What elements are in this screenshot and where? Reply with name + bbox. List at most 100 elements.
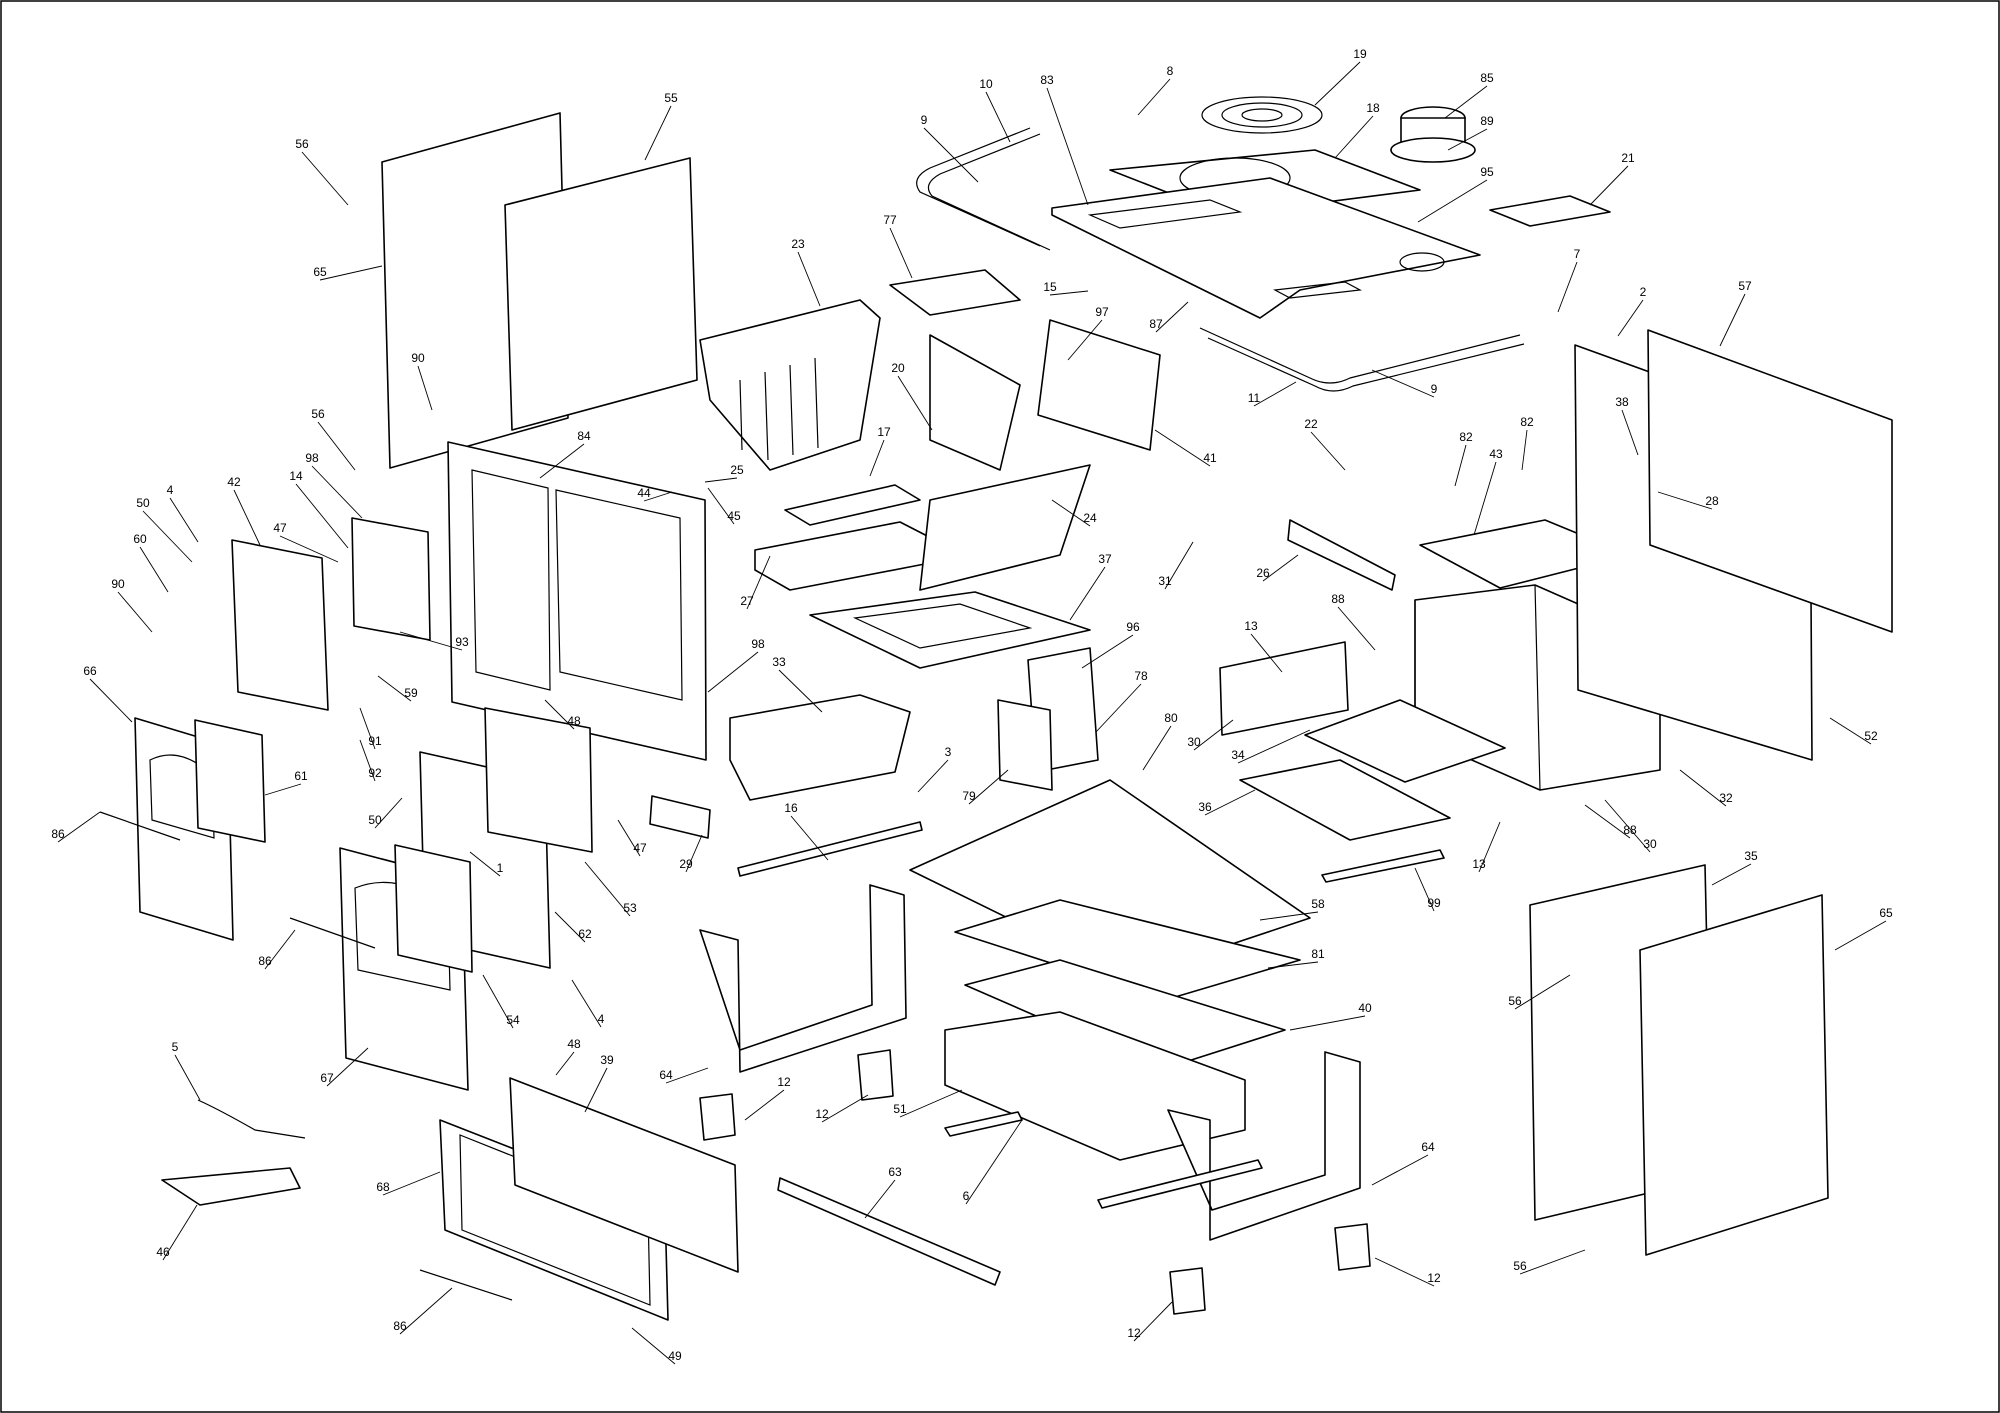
callout-c67: 67	[320, 1047, 369, 1087]
callout-c12c: 12	[1374, 1257, 1441, 1287]
callout-c87: 87	[1149, 301, 1189, 333]
callout-number: 12	[777, 1075, 791, 1089]
callout-c1: 1	[469, 851, 504, 877]
callout-c99: 99	[1414, 867, 1441, 912]
callout-c86b: 86	[258, 929, 296, 970]
callout-c92: 92	[359, 739, 382, 782]
callout-leader	[707, 487, 735, 525]
callout-c83: 83	[1040, 73, 1089, 206]
callout-leader	[584, 1067, 608, 1113]
callout-c6: 6	[963, 1119, 1023, 1205]
side-panel-65-right	[1639, 894, 1829, 1256]
callout-c48b: 48	[555, 1037, 581, 1076]
callout-number: 82	[1520, 415, 1534, 429]
callout-number: 5	[172, 1040, 179, 1054]
callout-number: 85	[1480, 71, 1494, 85]
callout-c47a: 47	[273, 521, 339, 563]
callout-number: 97	[1095, 305, 1109, 319]
callout-leader	[1314, 61, 1361, 106]
callout-number: 13	[1244, 619, 1258, 633]
callout-number: 95	[1480, 165, 1494, 179]
callout-number: 13	[1472, 857, 1486, 871]
callout-leader	[1334, 115, 1374, 159]
callout-leader	[821, 1094, 869, 1123]
callout-leader	[142, 510, 193, 563]
callout-leader	[1521, 429, 1528, 471]
callout-number: 86	[258, 954, 272, 968]
callout-leader	[264, 783, 302, 796]
callout-leader	[897, 375, 933, 431]
callout-c45: 45	[707, 487, 741, 525]
callout-number: 31	[1158, 574, 1172, 588]
callout-c78: 78	[1095, 669, 1148, 733]
callout-leader	[482, 974, 514, 1029]
callout-c89: 89	[1447, 114, 1494, 151]
callout-leader	[1262, 554, 1299, 582]
door-frame-42	[231, 539, 329, 711]
foot-12b	[857, 1049, 894, 1101]
callout-leader	[644, 105, 672, 161]
callout-number: 86	[393, 1319, 407, 1333]
callout-leader	[1621, 409, 1639, 456]
rail-6b	[1097, 1159, 1263, 1209]
callout-c48a: 48	[544, 699, 581, 730]
callout-number: 7	[1574, 247, 1581, 261]
callout-leader	[264, 929, 296, 970]
callout-number: 87	[1149, 317, 1163, 331]
callout-leader	[1557, 261, 1578, 313]
trim-99	[1321, 849, 1445, 883]
callout-number: 59	[404, 686, 418, 700]
callout-number: 55	[664, 91, 678, 105]
callout-c66: 66	[83, 664, 133, 723]
callout-number: 26	[1256, 566, 1270, 580]
callout-leader	[1310, 431, 1346, 471]
callout-number: 14	[289, 469, 303, 483]
callout-leader	[1069, 566, 1106, 621]
callout-c90b: 90	[111, 577, 153, 633]
callout-leader	[1250, 633, 1283, 673]
callout-number: 60	[133, 532, 147, 546]
callout-c30a: 30	[1187, 719, 1234, 751]
callout-c33: 33	[772, 655, 823, 713]
callout-leader	[965, 1119, 1023, 1205]
callout-leader	[555, 1051, 575, 1076]
callout-number: 2	[1640, 285, 1647, 299]
callout-c10: 10	[979, 77, 1011, 143]
callout-c52: 52	[1829, 717, 1878, 745]
callout-c11: 11	[1248, 381, 1297, 407]
side-panel-55	[504, 157, 698, 431]
callout-number: 56	[1508, 994, 1522, 1008]
callout-c80: 80	[1142, 711, 1178, 771]
callout-leader	[1237, 729, 1311, 764]
callout-number: 42	[227, 475, 241, 489]
callout-number: 50	[136, 496, 150, 510]
callout-number: 11	[1248, 391, 1261, 405]
callout-leader	[1051, 499, 1091, 527]
base-tray-51	[944, 1011, 1246, 1161]
callout-leader	[1371, 1154, 1429, 1186]
callout-c57: 57	[1719, 279, 1752, 347]
callout-number: 92	[368, 766, 382, 780]
callout-c25: 25	[704, 463, 744, 483]
callout-number: 78	[1134, 669, 1148, 683]
callout-number: 25	[730, 463, 744, 477]
callout-leader	[1514, 974, 1571, 1010]
callout-leader	[469, 851, 501, 877]
callout-c82a: 82	[1454, 430, 1473, 487]
mitt-46	[161, 1167, 301, 1206]
plate-79	[997, 699, 1053, 791]
callout-c56d: 56	[1513, 1249, 1586, 1275]
callout-number: 48	[567, 1037, 581, 1051]
callout-number: 38	[1615, 395, 1629, 409]
callout-leader	[571, 979, 602, 1028]
callout-c12b: 12	[815, 1094, 869, 1123]
fire-back-20	[929, 334, 1021, 471]
callout-leader	[1137, 78, 1171, 116]
callout-c84: 84	[539, 429, 591, 479]
oven-tray-34	[1304, 699, 1506, 783]
callout-number: 22	[1304, 417, 1318, 431]
callout-c49: 49	[631, 1327, 682, 1365]
callout-number: 4	[598, 1012, 605, 1026]
callout-c35: 35	[1711, 849, 1758, 886]
